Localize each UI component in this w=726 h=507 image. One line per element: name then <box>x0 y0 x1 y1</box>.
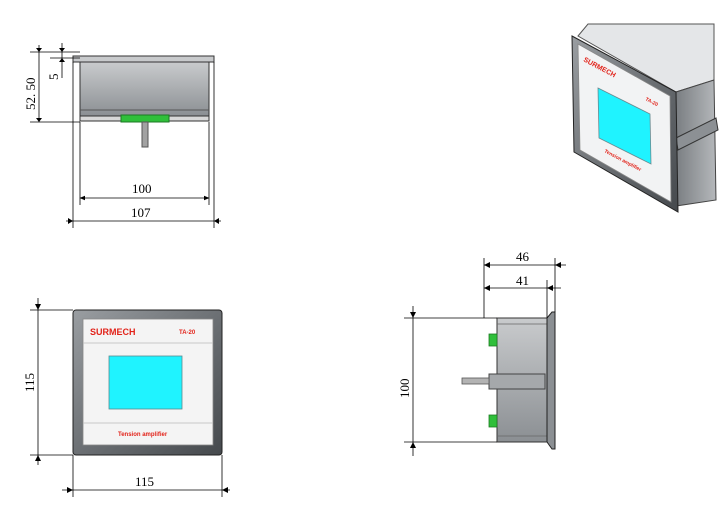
side-connector-bottom <box>488 414 498 428</box>
side-connector-top <box>488 333 498 347</box>
side-bracket <box>488 373 546 390</box>
front-brand: SURMECH <box>90 327 136 337</box>
dim-top-overall-width: 107 <box>131 205 151 220</box>
top-view-shaft <box>141 121 149 148</box>
front-view: SURMECH TA-20 Tension amplifier 115 115 <box>22 298 230 497</box>
dim-side-overall-depth: 46 <box>516 249 530 264</box>
top-view-flange <box>72 55 215 63</box>
iso-screen <box>597 87 652 165</box>
isometric-view: SURMECH TA-20 Tension amplifier <box>571 23 719 213</box>
side-flange <box>546 311 556 450</box>
dim-top-flange: 5 <box>46 74 61 81</box>
dim-side-height: 100 <box>397 379 412 399</box>
front-screen <box>108 355 183 410</box>
side-shaft <box>461 377 490 385</box>
dim-top-body-width: 100 <box>132 181 152 196</box>
dim-top-height: 52. 50 <box>23 78 38 111</box>
top-view-body <box>79 61 210 117</box>
front-caption: Tension amplifier <box>118 432 168 438</box>
side-view: 46 41 100 <box>397 249 566 456</box>
front-model: TA-20 <box>179 330 196 336</box>
dim-front-width: 115 <box>135 474 154 489</box>
dim-front-height: 115 <box>22 373 37 392</box>
iso-model: TA-20 <box>644 96 659 108</box>
top-view-connector <box>120 114 170 123</box>
top-view: 52. 50 5 100 107 <box>23 43 221 228</box>
dim-side-body-depth: 41 <box>516 273 529 288</box>
